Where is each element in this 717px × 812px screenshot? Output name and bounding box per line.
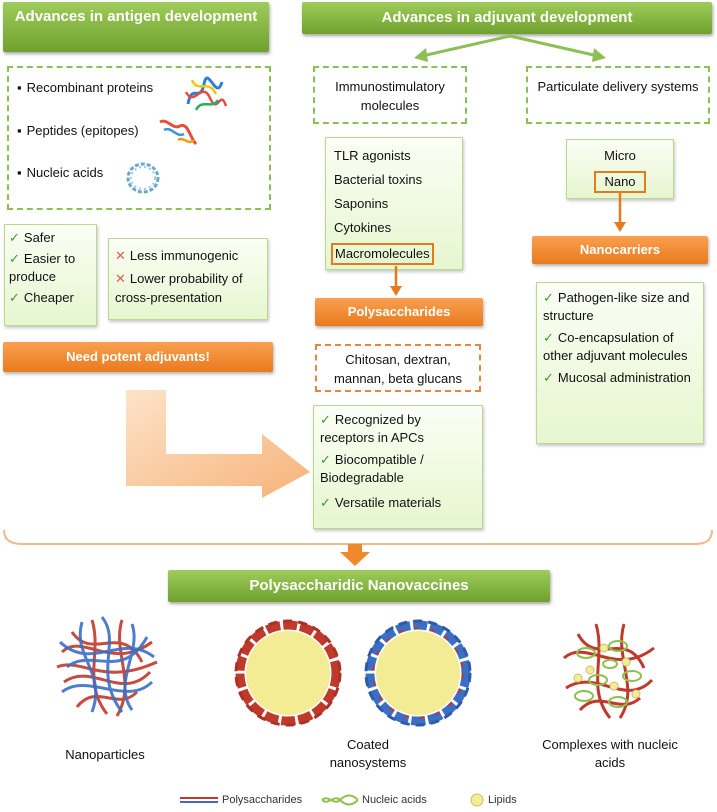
micro-label: Micro [604, 148, 636, 163]
item-cytokines: Cytokines [334, 220, 392, 235]
need-adjuvants-text: Need potent adjuvants! [66, 349, 210, 364]
pro-safer: Safer [23, 230, 55, 245]
con-less-immunogenic: Less immunogenic [129, 248, 239, 263]
check-icon: ✓ [9, 251, 20, 266]
nanoparticle-illustration [56, 616, 158, 717]
antigen-cons-box: ✕Less immunogenic ✕Lower probability of … [108, 238, 268, 320]
caption-nanoparticles: Nanoparticles [65, 747, 145, 762]
split-arrow-icon [414, 34, 606, 62]
coated-nanosystem-illustration [234, 619, 472, 727]
nanocarrier-props-box: ✓Pathogen-like size and structure ✓Co-en… [536, 282, 704, 444]
caption-coated-nanosystems: Coated nanosystems [329, 737, 407, 770]
check-icon: ✓ [543, 370, 554, 385]
particulate-box: Particulate delivery systems [526, 66, 710, 124]
item-tlr-agonists: TLR agonists [334, 148, 411, 163]
check-icon: ✓ [320, 412, 331, 427]
arrow-down-icon [614, 192, 626, 232]
item-bacterial-toxins: Bacterial toxins [334, 172, 423, 187]
legend-nucleic-acids: Nucleic acids [362, 794, 427, 806]
check-icon: ✓ [9, 230, 20, 245]
antigen-title-text: Advances in antigen development [14, 8, 258, 25]
caption-complexes: Complexes with nucleic acids [542, 737, 678, 770]
protein-structure-icon [184, 76, 228, 111]
immunostimulatory-title: Immunostimulatory molecules [335, 79, 445, 113]
immunostimulatory-box: Immunostimulatory molecules [313, 66, 467, 124]
check-icon: ✓ [543, 330, 554, 345]
item-macromolecules: Macromolecules [331, 243, 434, 265]
legend-lipids: Lipids [488, 794, 517, 806]
nanovaccines-title: Polysaccharidic Nanovaccines [249, 577, 469, 594]
nano-label: Nano [594, 171, 646, 193]
item-saponins: Saponins [334, 196, 389, 211]
check-icon: ✓ [9, 290, 20, 305]
legend-polysaccharides: Polysaccharides [222, 794, 303, 806]
nucleic-complex-illustration [562, 623, 655, 719]
nano-prop-mucosal: ✓Mucosal administration [543, 370, 691, 385]
legend-nucleic-acids-icon [322, 794, 358, 806]
antigen-item-nucleic: Nucleic acids [17, 163, 269, 183]
poly-prop-biocompatible: ✓Biocompatible / Biodegradable [320, 452, 424, 485]
legend-polysaccharides-icon [180, 797, 218, 803]
antigen-pros-box: ✓Safer ✓Easier to produce ✓Cheaper [4, 224, 97, 326]
polysaccharides-text: Polysaccharides [347, 304, 451, 319]
cross-icon: ✕ [115, 248, 126, 263]
nanocarriers-text: Nanocarriers [579, 242, 661, 257]
adjuvant-title: Advances in adjuvant development [302, 2, 712, 34]
adjuvant-title-text: Advances in adjuvant development [381, 9, 633, 26]
need-adjuvants-banner: Need potent adjuvants! [3, 342, 273, 372]
check-icon: ✓ [320, 495, 331, 510]
check-icon: ✓ [320, 452, 331, 467]
cross-icon: ✕ [115, 271, 126, 286]
micro-nano-box: Micro [566, 139, 674, 199]
immunostimulatory-list: TLR agonists Bacterial toxins Saponins C… [325, 137, 463, 270]
nano-prop-pathogen-like: ✓Pathogen-like size and structure [543, 290, 690, 323]
nano-prop-coencapsulation: ✓Co-encapsulation of other adjuvant mole… [543, 330, 688, 363]
pro-easier: ✓Easier to produce [9, 251, 76, 284]
polysaccharide-examples-text: Chitosan, dextran, mannan, beta glucans [334, 352, 462, 386]
peptide-icon [159, 119, 198, 146]
polysaccharides-banner: Polysaccharides [315, 298, 483, 326]
plasmid-icon [126, 162, 160, 194]
polysaccharide-examples-box: Chitosan, dextran, mannan, beta glucans [315, 344, 481, 392]
nanocarriers-banner: Nanocarriers [532, 236, 708, 264]
poly-prop-versatile: ✓Versatile materials [320, 495, 442, 510]
arrow-down-icon [390, 266, 402, 296]
check-icon: ✓ [543, 290, 554, 305]
antigen-list-box: Recombinant proteins Peptides (epitopes)… [7, 66, 271, 210]
antigen-item-recombinant: Recombinant proteins [17, 78, 269, 98]
antigen-item-peptides: Peptides (epitopes) [17, 121, 269, 141]
poly-prop-recognized: ✓Recognized by receptors in APCs [320, 412, 425, 445]
pro-cheaper: Cheaper [23, 290, 74, 305]
l-arrow-icon [126, 390, 310, 498]
con-cross-presentation: ✕Lower probability of cross-presentation [115, 271, 243, 305]
particulate-title: Particulate delivery systems [537, 79, 699, 94]
antigen-title: Advances in antigen development [3, 2, 269, 52]
bracket-divider [3, 529, 713, 566]
polysaccharide-props-box: ✓Recognized by receptors in APCs ✓Biocom… [313, 405, 483, 529]
nanovaccines-banner: Polysaccharidic Nanovaccines [168, 570, 550, 602]
legend-lipids-icon [470, 793, 484, 807]
